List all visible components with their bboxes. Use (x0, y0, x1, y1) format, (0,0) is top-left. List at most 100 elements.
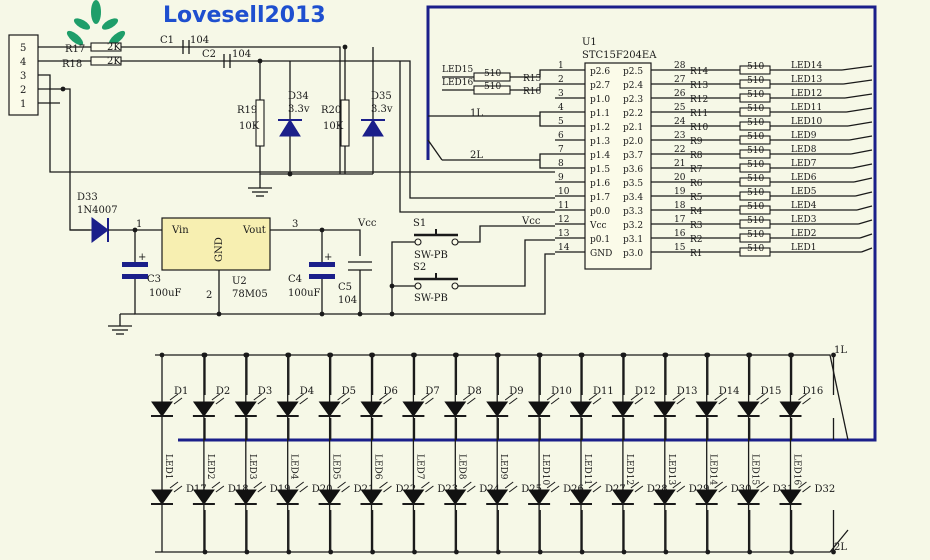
mcu-u1: U1 STC15F204EA 1p2.62p2.73p1.04p1.15p1.2… (555, 37, 740, 270)
led-net-wire (850, 149, 873, 155)
led-net-label: LED1 (791, 243, 817, 253)
resistor-value: 510 (747, 76, 764, 86)
led-d31 (737, 481, 769, 505)
junction (319, 227, 325, 233)
led-net-vertical: LED16 (792, 454, 802, 485)
resistor-r17: R17 2K (65, 42, 122, 55)
led-d17 (151, 481, 183, 505)
mcu-pin-name: p3.4 (623, 193, 643, 203)
led-net-vertical: LED9 (498, 454, 508, 480)
resistor-value: 510 (747, 160, 764, 170)
led-net-wire (853, 177, 873, 183)
led-d12 (611, 393, 644, 417)
led-net-wire (846, 107, 873, 113)
led-net-label: LED5 (791, 187, 817, 197)
connector-pin-label: 1 (20, 99, 26, 110)
connector-pin-label: 2 (20, 85, 26, 96)
c4-ref: C4 (288, 274, 302, 285)
mcu-pin-name: p2.3 (623, 95, 643, 105)
led-net-wire (855, 191, 873, 197)
junction (287, 171, 293, 177)
resistor-value: 510 (747, 132, 764, 142)
mcu-pin-num: 28 (674, 61, 686, 71)
junction (746, 352, 751, 358)
bus-diag (427, 139, 443, 161)
r20-ref: R20 (321, 105, 341, 116)
led-d14 (695, 393, 728, 417)
mcu-pin-num: 9 (558, 173, 564, 183)
mcu-pin-name: p2.4 (623, 81, 643, 91)
svg-text:+: + (138, 252, 146, 263)
led-net-label: LED9 (791, 131, 817, 141)
resistor-ref: R4 (690, 207, 703, 217)
mcu-pin-num: 16 (674, 229, 686, 239)
svg-text:+: + (324, 252, 332, 263)
led-net-label: LED6 (791, 173, 817, 183)
mcu-pin-num: 26 (674, 89, 686, 99)
mcu-pin-num: 22 (674, 145, 685, 155)
r17-value: 2K (107, 42, 121, 53)
junction (285, 352, 291, 358)
bus-1l (178, 5, 877, 442)
led-net-vertical: LED6 (373, 454, 383, 480)
mcu-pin-name: p2.0 (623, 137, 643, 147)
connector-pin-label: 3 (20, 71, 26, 82)
mcu-pin-name: p3.3 (623, 207, 643, 217)
c2-ref: C2 (202, 49, 216, 60)
c5-ref: C5 (338, 282, 352, 293)
resistor-r19: R19 10K (237, 99, 265, 147)
s2-ref: S2 (413, 262, 426, 273)
resistor-value: 510 (747, 146, 764, 156)
mcu-pin-num: 11 (558, 201, 569, 211)
mcu-vcc-net: Vcc (521, 216, 541, 227)
mcu-pin-name: p3.2 (623, 221, 643, 231)
led-net-label: LED15 (442, 65, 473, 75)
mcu-pin-name: p0.1 (590, 235, 610, 245)
led-d9 (486, 393, 518, 417)
led-ref-top: D9 (509, 386, 523, 397)
junction (319, 311, 325, 317)
junction (201, 352, 207, 358)
resistor-ref: R12 (690, 95, 708, 105)
junction (357, 311, 363, 317)
wire-s1 (391, 225, 555, 314)
led-ref-top: D13 (677, 386, 698, 397)
led-ref-top: D2 (216, 386, 230, 397)
led-net-label: LED8 (791, 145, 817, 155)
u2-pin1: 1 (136, 219, 142, 230)
resistor-value: 510 (747, 104, 764, 114)
resistor-value: 510 (747, 202, 764, 212)
led-ref-top: D15 (761, 386, 782, 397)
wire-vout (270, 229, 361, 314)
led-d16 (779, 393, 811, 417)
net-2l-label: 2L (470, 150, 483, 161)
wire-2l (442, 153, 555, 169)
resistor-value: 510 (747, 174, 764, 184)
r19-ref: R19 (237, 105, 257, 116)
capacitor-c4: + C4 100uF (288, 252, 335, 299)
led-net-label: LED3 (791, 215, 817, 225)
d34-ref: D34 (288, 91, 309, 102)
led-d29 (653, 481, 686, 505)
vcc-label: Vcc (357, 218, 377, 229)
junction (257, 58, 263, 64)
led-net-label: LED16 (442, 78, 473, 88)
led-d15 (737, 393, 769, 417)
resistor-ref: R6 (690, 179, 703, 189)
sprout-logo-icon (66, 0, 126, 46)
led-ref-top: D16 (803, 386, 824, 397)
mcu-pin-num: 17 (674, 215, 686, 225)
junction (788, 352, 793, 358)
s2-type: SW-PB (414, 293, 448, 304)
d33-value: 1N4007 (77, 205, 118, 216)
mcu-pin-num: 23 (674, 131, 686, 141)
led-matrix: D1D17LED1D2D18LED2D3D19LED3D4D20LED4D5D2… (151, 352, 849, 555)
u2-vout: Vout (242, 225, 266, 236)
d34-value: 3.3v (288, 104, 310, 115)
led-net-wire (852, 163, 873, 169)
s1-type: SW-PB (414, 250, 448, 261)
resistor-ref: R11 (690, 109, 708, 119)
matrix-1l-label: 1L (834, 345, 847, 356)
u2-part: 78M05 (232, 289, 268, 300)
led-d11 (570, 393, 602, 417)
